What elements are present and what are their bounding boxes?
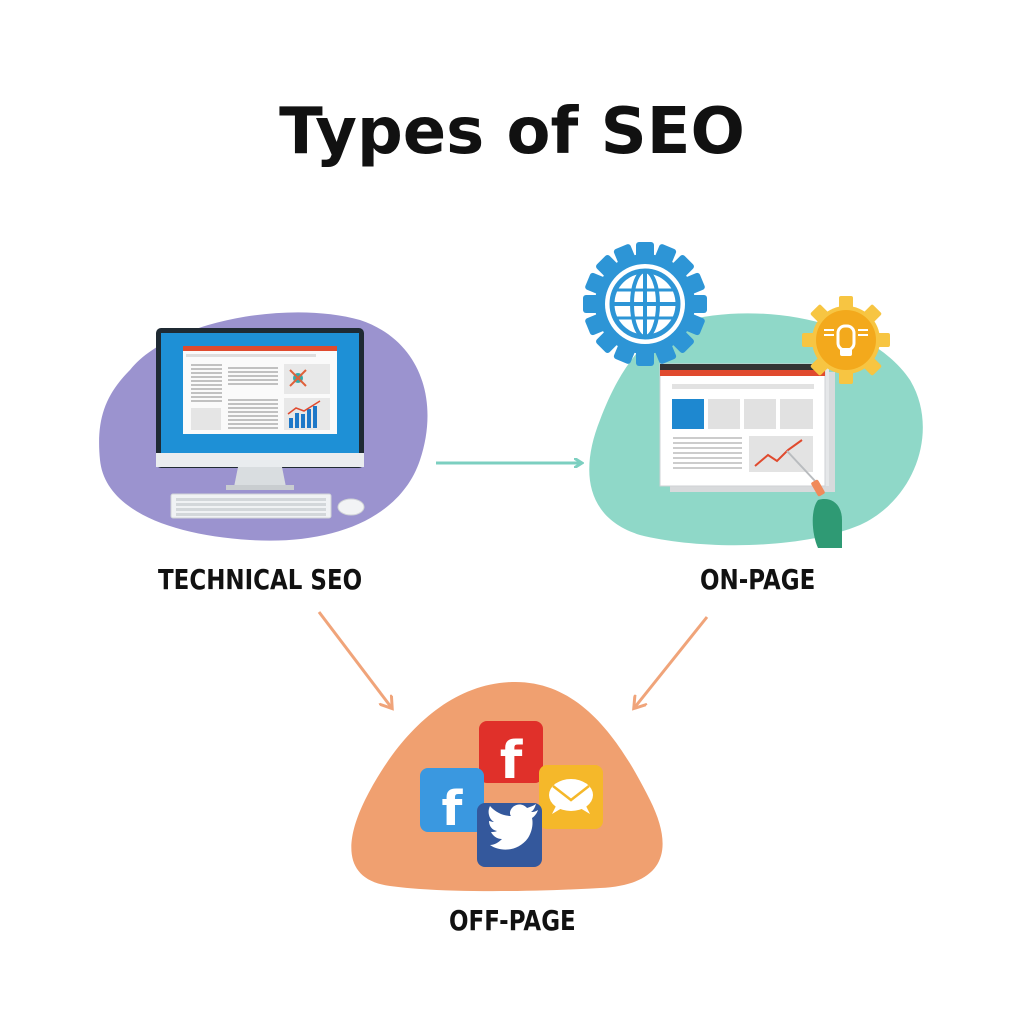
off-page-node: f f [351, 681, 663, 892]
svg-text:f: f [442, 781, 464, 837]
off-page-blob [351, 681, 663, 892]
arrow-onpage-to-offpage [635, 616, 709, 707]
arrow-technical-to-offpage [317, 611, 391, 707]
webpage-analytics-icon [659, 363, 842, 548]
globe-gear-icon [583, 242, 707, 366]
off-page-label: OFF-PAGE [449, 904, 576, 937]
social-media-icons: f f [420, 721, 603, 867]
technical-seo-node [99, 312, 428, 541]
on-page-node [583, 242, 923, 548]
facebook-blue-icon: f [420, 768, 484, 837]
desktop-computer-icon [156, 328, 365, 519]
svg-text:f: f [500, 731, 524, 791]
facebook-red-icon: f [479, 721, 543, 791]
on-page-label: ON-PAGE [700, 563, 816, 596]
page-title: Types of SEO [279, 95, 745, 169]
twitter-icon [477, 803, 542, 867]
technical-seo-label: TECHNICAL SEO [158, 563, 363, 596]
message-icon [539, 765, 603, 829]
idea-gear-icon [802, 296, 890, 384]
